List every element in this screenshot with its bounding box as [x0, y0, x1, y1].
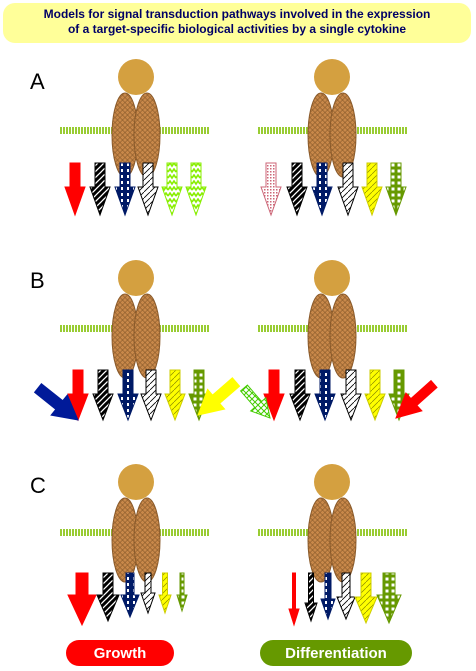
pathway-arrow-right-3	[311, 162, 333, 217]
pathway-arrow-left-4	[137, 162, 159, 217]
pathway-arrow-left-6	[185, 162, 207, 217]
panel-a: A	[30, 59, 408, 217]
pathway-arrow-right-4	[340, 369, 362, 422]
pathway-arrow-left-2	[89, 162, 111, 217]
title-banner: Models for signal transduction pathways …	[3, 3, 471, 43]
pathway-arrow-left-5	[158, 572, 172, 615]
pathway-arrow-left-4	[140, 572, 156, 615]
receptor-left	[111, 464, 161, 583]
pathway-arrow-right-5	[361, 162, 383, 217]
pathway-arrow-left-1	[67, 572, 97, 627]
pathway-arrow-left-3	[120, 572, 140, 619]
pathway-arrow-left-2	[96, 572, 120, 623]
crosstalk-arrow-yellow	[197, 377, 241, 416]
receptor-chain-right	[329, 293, 357, 379]
pathway-arrow-left-3	[114, 162, 136, 217]
pathway-arrow-left-3	[117, 369, 139, 422]
panel-label: B	[30, 268, 45, 293]
pathway-arrow-right-1	[288, 572, 300, 627]
cytokine-ligand	[118, 59, 154, 95]
pathway-arrow-right-5	[364, 369, 386, 422]
pathway-arrow-right-6	[376, 572, 402, 625]
crosstalk-arrow-blue	[33, 382, 79, 421]
growth-badge-shape	[66, 640, 174, 666]
receptor-right	[307, 464, 357, 583]
cytokine-ligand	[118, 464, 154, 500]
title-line-2: of a target-specific biological activiti…	[67, 22, 407, 36]
pathway-arrow-left-4	[140, 369, 162, 422]
crosstalk-arrow-green	[239, 384, 271, 419]
receptor-left	[111, 260, 161, 379]
pathway-arrow-right-2	[289, 369, 311, 422]
cytokine-ligand	[118, 260, 154, 296]
pathway-arrow-left-5	[164, 369, 186, 422]
pathway-arrow-right-2	[304, 572, 318, 623]
pathway-arrow-right-4	[336, 572, 356, 621]
cytokine-ligand	[314, 464, 350, 500]
receptor-chain-right	[133, 293, 161, 379]
receptor-left	[111, 59, 161, 178]
differentiation-badge-label: Differentiation	[285, 645, 387, 662]
pathway-arrow-right-1	[260, 162, 282, 217]
pathway-arrow-right-2	[286, 162, 308, 217]
pathway-arrow-left-5	[161, 162, 183, 217]
pathway-arrow-left-1	[64, 162, 86, 217]
pathway-arrow-right-4	[337, 162, 359, 217]
pathway-arrow-left-6	[176, 572, 188, 613]
pathway-arrow-right-3	[314, 369, 336, 422]
receptor-right	[307, 59, 357, 178]
differentiation-badge: Differentiation	[260, 640, 412, 666]
growth-badge: Growth	[66, 640, 174, 666]
pathway-arrow-right-5	[354, 572, 378, 625]
receptor-chain-right	[329, 497, 357, 583]
panel-label: A	[30, 69, 45, 94]
title-line-1: Models for signal transduction pathways …	[43, 7, 431, 21]
panel-b: B	[30, 260, 438, 422]
differentiation-badge-shape	[260, 640, 412, 666]
panel-label: C	[30, 473, 46, 498]
receptor-chain-right	[133, 497, 161, 583]
panel-c: C	[30, 464, 408, 627]
pathway-arrow-right-3	[320, 572, 336, 621]
pathway-arrow-right-1	[263, 369, 285, 422]
cytokine-ligand	[314, 59, 350, 95]
crosstalk-arrow-red	[395, 379, 438, 419]
pathway-arrow-right-6	[385, 162, 407, 217]
receptor-right	[307, 260, 357, 379]
cytokine-ligand	[314, 260, 350, 296]
growth-badge-label: Growth	[94, 645, 147, 662]
pathway-arrow-left-2	[92, 369, 114, 422]
pathway-arrow-left-1	[67, 369, 89, 422]
